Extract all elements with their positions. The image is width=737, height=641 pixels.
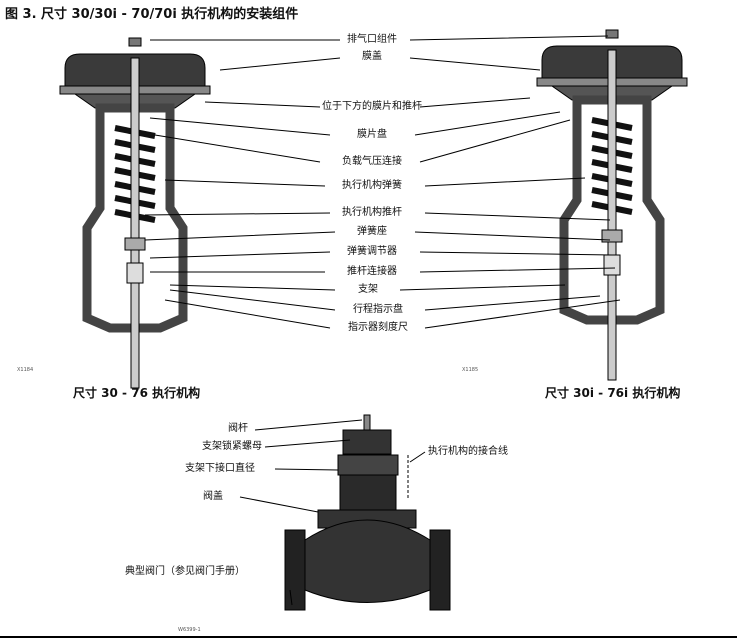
label-actuator-joint-line: 执行机构的接合线 (428, 446, 508, 457)
label-spring-adjustor: 弹簧调节器 (347, 246, 397, 257)
left-caption: 尺寸 30 - 76 执行机构 (73, 386, 201, 400)
label-diaphragm-plate: 膜片盘 (357, 129, 387, 140)
right-figure-code: X1185 (462, 367, 479, 373)
label-yoke: 支架 (358, 284, 378, 295)
label-travel-indicator-disk: 行程指示盘 (353, 304, 403, 315)
label-stem-connector: 推杆连接器 (347, 266, 397, 277)
label-spring-seat: 弹簧座 (357, 226, 387, 237)
figure-title: 图 3. 尺寸 30/30i - 70/70i 执行机构的安装组件 (5, 7, 299, 22)
valve-figure-code: W6399-1 (178, 627, 201, 633)
label-valve-stem: 阀杆 (228, 423, 248, 434)
leader-lines (144, 35, 621, 606)
label-yoke-boss-diameter: 支架下接口直径 (185, 463, 255, 474)
label-diaphragm-casing: 膜盖 (362, 51, 382, 62)
label-actuator-stem: 执行机构推杆 (342, 207, 402, 218)
label-loading-pressure-connection: 负载气压连接 (342, 156, 402, 167)
actuator-30-76-drawing (60, 38, 210, 388)
valve-drawing (284, 414, 451, 611)
label-yoke-locknut: 支架锁紧螺母 (202, 441, 262, 452)
label-typical-valve: 典型阀门（参见阀门手册） (125, 566, 245, 577)
label-diaphragm-and-stem: 位于下方的膜片和推杆 (322, 101, 422, 112)
left-figure-code: X1184 (17, 367, 34, 373)
right-caption: 尺寸 30i - 76i 执行机构 (545, 386, 681, 400)
label-indicator-scale: 指示器刻度尺 (348, 322, 408, 333)
label-bonnet: 阀盖 (203, 491, 223, 502)
label-actuator-spring: 执行机构弹簧 (342, 180, 402, 191)
actuator-30i-76i-drawing (537, 30, 687, 380)
bottom-rule (0, 636, 737, 638)
label-exhaust-assembly: 排气口组件 (347, 34, 397, 45)
